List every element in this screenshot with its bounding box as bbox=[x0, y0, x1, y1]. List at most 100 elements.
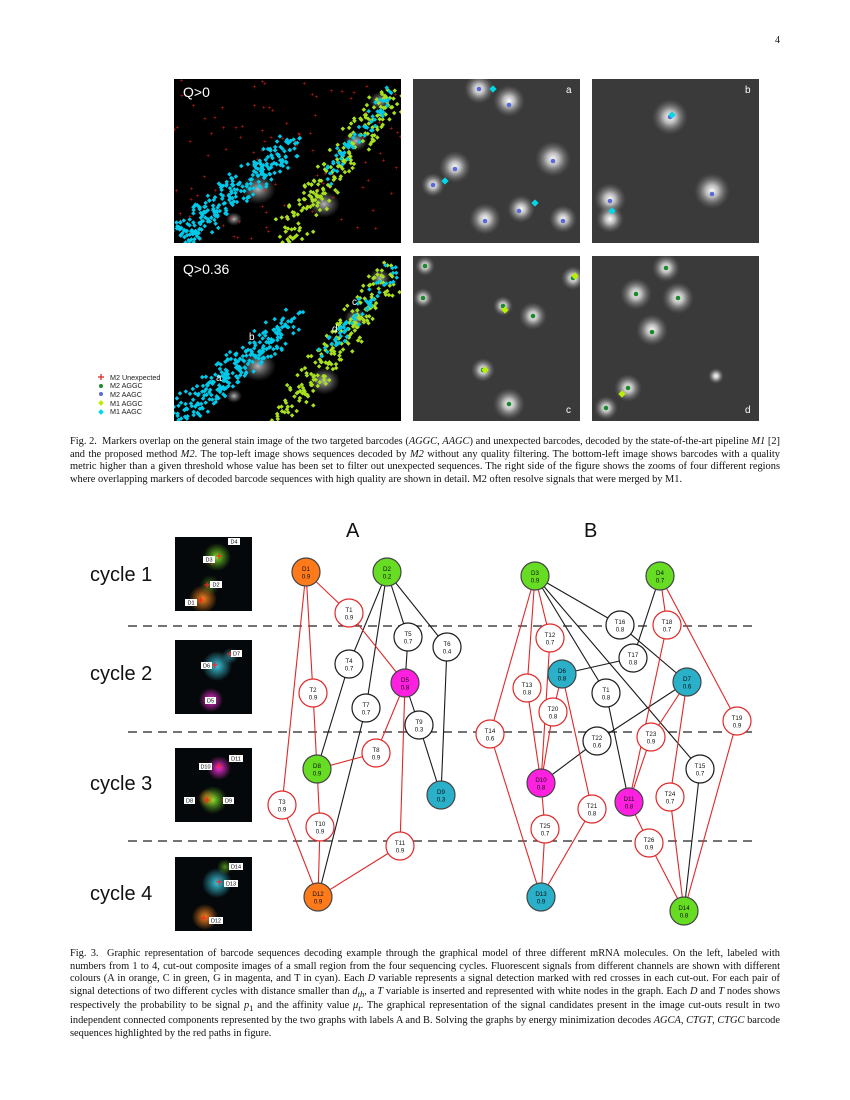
graph-edge bbox=[386, 571, 448, 648]
barcode-marker bbox=[355, 307, 360, 313]
node-circle bbox=[404, 710, 434, 740]
unexpected-marker: + bbox=[240, 124, 244, 130]
node-label: D10 bbox=[535, 777, 547, 784]
barcode-marker bbox=[292, 394, 297, 399]
region-label: c bbox=[352, 297, 357, 308]
decoded-path-edge bbox=[281, 804, 319, 898]
node-label: T8 bbox=[372, 747, 380, 754]
detection-node: D10.9 bbox=[291, 557, 321, 587]
graph-edge bbox=[317, 707, 367, 898]
barcode-marker bbox=[316, 194, 322, 199]
unexpected-marker: + bbox=[249, 236, 253, 242]
barcode-marker bbox=[380, 98, 386, 104]
barcode-marker bbox=[391, 110, 397, 116]
node-circle bbox=[547, 659, 577, 689]
node-value: 0.3 bbox=[415, 727, 424, 734]
node-value: 0.7 bbox=[663, 627, 672, 634]
barcode-marker bbox=[384, 98, 390, 104]
detection-node: D80.9 bbox=[302, 754, 332, 784]
barcode-marker bbox=[304, 231, 310, 237]
unexpected-marker: + bbox=[224, 147, 228, 153]
node-value: 0.7 bbox=[666, 799, 675, 806]
caption-text: Markers overlap on the general stain ima… bbox=[102, 436, 409, 447]
graph-edge bbox=[596, 681, 688, 742]
node-label: D12 bbox=[312, 891, 324, 898]
barcode-marker bbox=[209, 229, 215, 235]
unexpected-marker: + bbox=[365, 84, 369, 90]
node-label: D8 bbox=[313, 763, 321, 770]
barcode-marker bbox=[177, 391, 183, 396]
barcode-marker bbox=[289, 413, 295, 418]
region-label: a bbox=[216, 373, 222, 384]
unexpected-marker: + bbox=[260, 79, 264, 85]
unexpected-marker: + bbox=[174, 127, 176, 133]
unexpected-marker: + bbox=[252, 150, 256, 156]
unexpected-marker: + bbox=[239, 135, 243, 141]
node-circle bbox=[291, 557, 321, 587]
unexpected-marker: + bbox=[393, 92, 397, 98]
barcode-marker bbox=[348, 121, 354, 126]
node-label: D14 bbox=[678, 905, 690, 912]
cutout-label: D7 bbox=[233, 652, 240, 658]
unexpected-marker: + bbox=[389, 191, 393, 197]
nucleus-blob bbox=[226, 212, 242, 226]
barcode-marker bbox=[205, 409, 211, 414]
barcode-marker bbox=[220, 378, 226, 384]
decoded-path-edge bbox=[305, 571, 314, 694]
node-label: T5 bbox=[404, 631, 412, 638]
caption-var: 1 bbox=[249, 1003, 254, 1014]
m2-marker bbox=[430, 182, 436, 188]
barcode-marker bbox=[334, 169, 340, 174]
node-circle bbox=[645, 561, 675, 591]
node-value: 0.8 bbox=[602, 695, 611, 702]
node-value: 0.6 bbox=[593, 743, 602, 750]
node-circle bbox=[591, 678, 621, 708]
barcode-marker bbox=[283, 229, 288, 234]
node-value: 0.7 bbox=[696, 771, 705, 778]
cutout-image-4: D14 D13 D12 bbox=[192, 859, 243, 930]
cutout-label: D5 bbox=[207, 699, 214, 705]
barcode-marker bbox=[314, 203, 320, 209]
barcode-marker bbox=[361, 317, 366, 323]
barcode-marker bbox=[289, 403, 295, 409]
barcode-marker bbox=[392, 88, 398, 93]
affinity-node: T50.7 bbox=[393, 622, 423, 652]
barcode-marker bbox=[191, 409, 196, 415]
decoded-path-edge bbox=[348, 612, 406, 684]
legend-label: M2 Unexpected bbox=[110, 372, 161, 382]
barcode-marker bbox=[289, 227, 294, 232]
node-circle bbox=[520, 561, 550, 591]
cutout-label: D10 bbox=[200, 765, 210, 771]
decoded-path-edge bbox=[489, 733, 542, 898]
signal-spot bbox=[694, 173, 730, 209]
barcode-marker bbox=[290, 209, 295, 215]
node-label: T12 bbox=[545, 632, 556, 639]
barcode-marker bbox=[258, 360, 264, 365]
caption-text: barcode sequences highlighted by the red… bbox=[70, 1015, 780, 1039]
m2-marker bbox=[603, 405, 609, 411]
node-value: 0.9 bbox=[302, 574, 311, 581]
barcode-marker bbox=[384, 103, 390, 108]
barcode-marker bbox=[304, 399, 309, 405]
barcode-marker bbox=[345, 303, 350, 308]
barcode-marker bbox=[384, 85, 389, 90]
node-label: D9 bbox=[437, 789, 445, 796]
node-circle bbox=[526, 882, 556, 912]
cutout-label: D6 bbox=[203, 664, 210, 670]
unexpected-marker: + bbox=[271, 108, 275, 114]
node-value: 0.8 bbox=[549, 714, 558, 721]
caption-text: and bbox=[697, 985, 719, 997]
detection-node: D70.6 bbox=[672, 667, 702, 697]
barcode-marker bbox=[223, 359, 228, 364]
zoom-panel-a: a bbox=[413, 79, 580, 243]
unexpected-marker: + bbox=[309, 131, 313, 137]
barcode-marker bbox=[357, 139, 362, 145]
barcode-marker bbox=[203, 374, 209, 380]
overview-scatter-top: ++++++++++++++++++++++++++++++++++++++++… bbox=[174, 79, 401, 243]
barcode-marker bbox=[207, 397, 212, 402]
barcode-marker bbox=[347, 133, 353, 139]
